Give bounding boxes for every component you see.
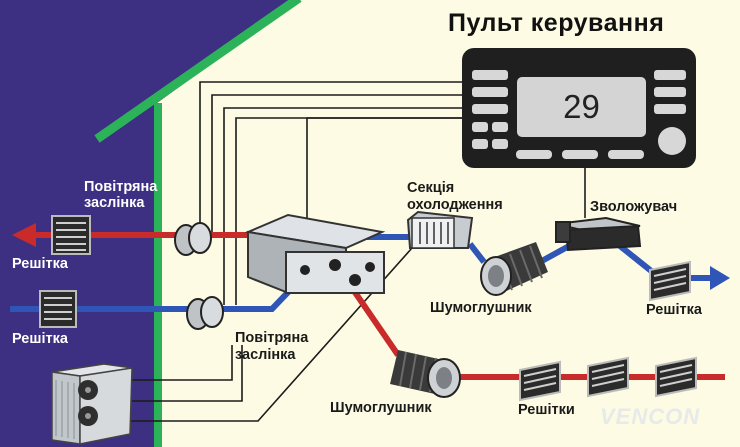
fan-icon [78,406,98,426]
damper-icon [186,296,224,330]
grille-icon [51,215,91,255]
arrow-right-icon [710,266,730,290]
grille-icon [39,290,77,328]
grille-icon [587,356,629,398]
grille-icon [655,356,697,398]
outdoor-area [0,0,300,447]
damper-top-label-line1: Повітряна [84,179,158,195]
fan-icon [78,380,98,400]
damper-icon [174,222,212,256]
cooling-section-label-line1: Секція [407,180,455,196]
damper-bottom-label-line1: Повітряна [235,330,309,346]
silencer-icon [390,350,461,398]
cooling-section [406,210,474,249]
damper-bottom-label-line2: заслінка [235,347,296,363]
brand-logo: VENCON [600,404,701,429]
silencer-top-label: Шумоглушник [430,300,532,316]
control-panel-title: Пульт керування [448,9,665,37]
grille-icon [649,260,691,302]
arrow-left-icon [12,223,36,247]
roof-line [94,0,302,143]
grille-right-label: Решітка [646,302,702,318]
air-handling-unit [244,213,386,294]
damper-bottom-label: Повітряна заслінка [235,330,308,364]
panel-display: 29 [517,77,646,137]
damper-top-label: Повітряна заслінка [84,179,157,211]
grille-left-bottom-label: Решітка [12,331,68,347]
humidifier [555,216,642,252]
humidifier-label: Зволожувач [590,199,678,215]
silencer-bottom-label: Шумоглушник [330,400,432,416]
grille-left-top-label: Решітка [12,256,68,272]
grilles-bottom-label: Решітки [518,402,575,418]
cooling-section-label-line2: охолодження [407,197,503,213]
damper-top-label-line2: заслінка [84,195,145,211]
cooling-section-label: Секція охолодження [407,180,503,214]
silencer-icon [480,242,548,296]
grille-icon [519,360,561,402]
condenser-unit [51,363,133,445]
